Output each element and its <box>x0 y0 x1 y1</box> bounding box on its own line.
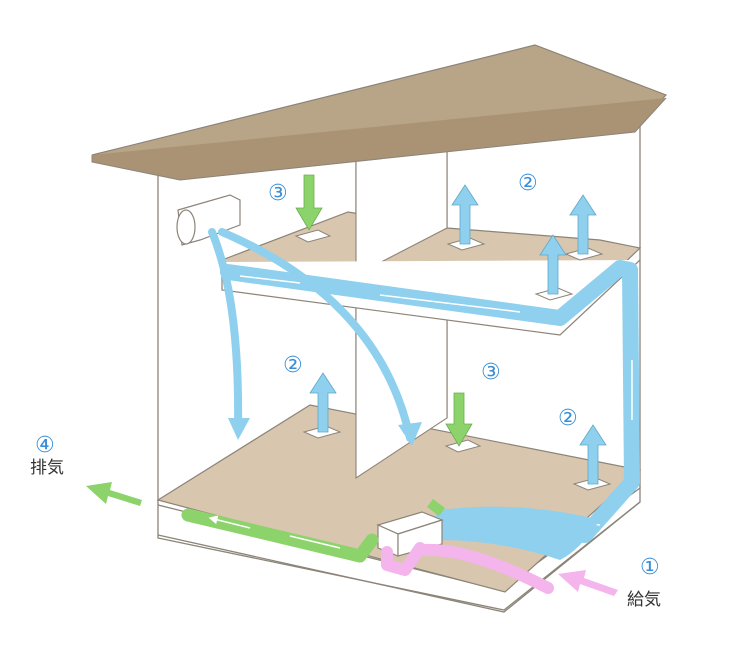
ac-airflow-right-head <box>398 422 422 446</box>
supply-up-arrow-1f-a <box>309 372 337 433</box>
supply-air-spread <box>440 506 600 560</box>
ac-airflow-left-head <box>228 418 250 440</box>
exhaust-arrow <box>86 482 142 506</box>
stale-duct-flow-ticks <box>210 518 341 549</box>
stale-air-duct-riser <box>427 499 445 516</box>
return-down-arrow-2f <box>295 174 323 231</box>
air-conditioner <box>176 194 241 246</box>
crawl-space-outline <box>157 501 641 613</box>
supply-up-arrow-2f-a <box>451 184 479 245</box>
label-num-2-1f-right: ② <box>558 406 578 431</box>
fresh-air-duct <box>381 542 554 594</box>
supply-up-arrow-2f-b <box>569 194 597 255</box>
label-exhaust-num: ④ <box>35 433 55 458</box>
return-down-arrow-1f <box>445 392 473 447</box>
label-num-2-2f: ② <box>518 171 538 196</box>
ac-airflow-right <box>218 228 414 442</box>
ac-airflow-left <box>208 228 243 434</box>
label-exhaust-text: 排気 <box>30 458 64 478</box>
vent-2f-a <box>294 229 332 243</box>
roof-edge <box>91 97 667 181</box>
label-num-2-1f-left: ② <box>283 353 303 378</box>
label-supply-num: ① <box>640 555 660 580</box>
stale-air-duct <box>181 508 379 563</box>
supply-up-arrow-1f-b <box>579 424 607 485</box>
supply-up-arrow-2f-c <box>539 234 567 295</box>
label-num-3-2f: ③ <box>268 181 288 206</box>
intake-arrow <box>558 570 618 596</box>
supply-duct-flow-ticks <box>239 275 633 525</box>
return-arrows <box>295 174 473 447</box>
supply-arrows <box>309 184 607 485</box>
label-num-3-1f: ③ <box>481 360 501 385</box>
label-supply-text: 給気 <box>627 590 661 610</box>
